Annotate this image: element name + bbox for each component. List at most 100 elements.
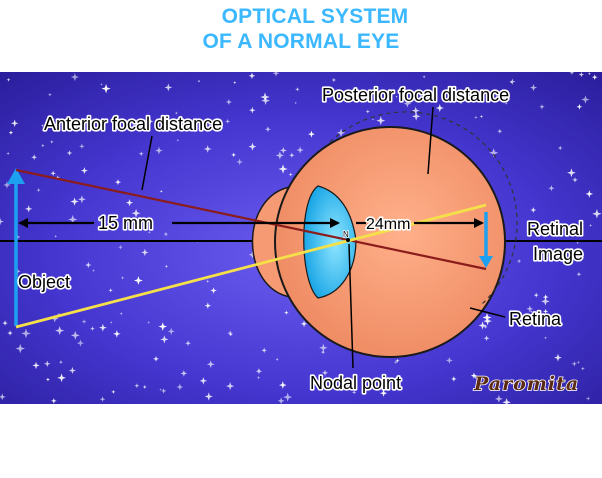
star (483, 316, 492, 326)
star (160, 335, 169, 344)
star (411, 106, 420, 115)
star (131, 208, 141, 218)
star (435, 104, 444, 113)
star (572, 177, 578, 183)
star (300, 320, 308, 328)
star (294, 101, 297, 105)
title-line-1: OPTICAL SYSTEM (221, 5, 409, 28)
star (307, 130, 315, 138)
star (10, 119, 19, 128)
star (581, 95, 590, 104)
star (278, 164, 288, 174)
star (275, 151, 284, 160)
star (502, 398, 511, 404)
star (231, 152, 236, 158)
star (589, 224, 592, 227)
ray-dark-red (15, 168, 487, 271)
star (248, 142, 257, 151)
star (0, 393, 6, 401)
object-label: Object (18, 272, 70, 292)
star (50, 314, 59, 323)
star (109, 321, 113, 324)
star (533, 223, 539, 229)
star (576, 103, 583, 110)
star (155, 146, 163, 155)
star (40, 124, 44, 128)
star (351, 390, 357, 395)
star (134, 276, 143, 285)
star (119, 312, 123, 316)
star (91, 269, 96, 273)
star (395, 358, 400, 363)
star (158, 322, 168, 331)
star (548, 185, 555, 192)
star (494, 394, 503, 403)
star (249, 106, 256, 114)
star (233, 80, 237, 85)
star (529, 310, 533, 314)
star (544, 336, 548, 340)
star (206, 279, 210, 283)
star (197, 79, 201, 83)
retinal-image-arrow (479, 212, 493, 268)
star (180, 369, 188, 377)
star (25, 205, 33, 213)
star (79, 143, 85, 150)
star (585, 190, 594, 198)
star (160, 388, 167, 394)
star (376, 116, 386, 126)
star (89, 326, 95, 332)
star (275, 357, 279, 361)
star (331, 77, 337, 83)
star (554, 353, 562, 362)
star (336, 128, 346, 138)
star (557, 145, 563, 151)
star (204, 302, 212, 309)
star-field (0, 72, 602, 404)
star (114, 179, 122, 186)
star (526, 305, 534, 313)
star (422, 75, 426, 79)
star (77, 195, 86, 204)
star (76, 339, 85, 347)
star (503, 386, 509, 392)
star (284, 310, 289, 315)
star (210, 287, 217, 294)
star (367, 89, 375, 97)
star (482, 312, 492, 323)
star (14, 268, 21, 275)
star (50, 140, 54, 144)
artist-signature: Paromita (473, 373, 579, 395)
star (591, 74, 598, 81)
star (451, 376, 457, 382)
star (288, 172, 293, 177)
star (272, 72, 280, 77)
star (204, 392, 213, 401)
star (578, 72, 585, 78)
star (81, 319, 87, 325)
object-distance-label: 15 mm (98, 213, 153, 233)
title-line-2: OF A NORMAL EYE (202, 30, 400, 53)
star (483, 335, 490, 342)
star (586, 396, 591, 401)
star (261, 347, 268, 354)
star (529, 84, 538, 92)
star (497, 128, 503, 134)
star (296, 146, 304, 154)
ray-yellow (15, 203, 487, 329)
star (571, 361, 578, 367)
star (542, 294, 549, 300)
star (80, 167, 88, 175)
star (47, 118, 51, 122)
star (55, 175, 60, 180)
star (516, 258, 522, 264)
star (255, 368, 263, 375)
star (479, 114, 484, 119)
star (321, 369, 329, 376)
star (536, 259, 540, 263)
star (164, 83, 173, 92)
star (226, 381, 235, 391)
star (6, 77, 11, 82)
star (372, 98, 379, 104)
star (530, 207, 537, 213)
